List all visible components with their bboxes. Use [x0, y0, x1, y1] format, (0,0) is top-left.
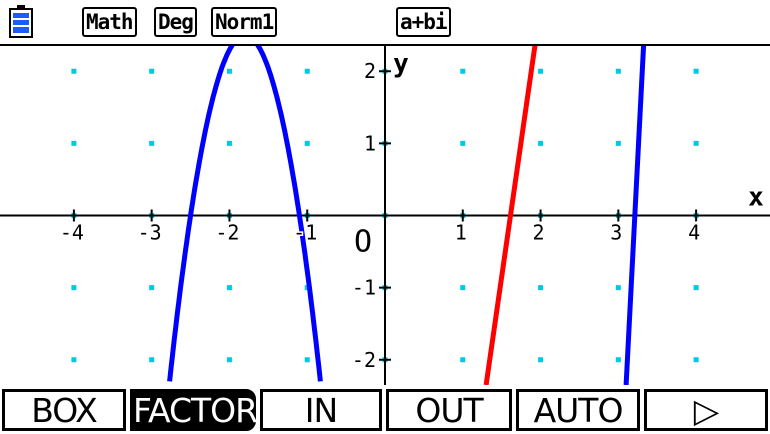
battery-icon [9, 5, 33, 38]
grid-dot [693, 357, 699, 363]
grid-dot [460, 140, 466, 146]
factor-button[interactable]: FACTOR [130, 389, 258, 431]
y-tick-label: -2 [352, 348, 376, 372]
grid-dot [693, 68, 699, 74]
grid-dot [71, 68, 77, 74]
grid-dot [460, 285, 466, 291]
y-tick-label: 2 [364, 59, 376, 83]
axis-labels: -4 -3 -2 -1 1 2 3 4 2 1 -1 -2 x yO [58, 48, 765, 374]
grid-dot [304, 140, 310, 146]
grid-dot [71, 285, 77, 291]
status-bar: Math Deg Norm1 a+bi [0, 0, 770, 46]
grid-dot [460, 357, 466, 363]
origin-label: O [354, 225, 372, 260]
grid-dot [226, 68, 232, 74]
grid-dot [615, 285, 621, 291]
display-format-indicator: Norm1 [211, 7, 278, 37]
grid-dot [304, 68, 310, 74]
x-tick-label: 2 [533, 221, 545, 245]
x-tick-label: -1 [293, 221, 317, 245]
grid-dot [538, 285, 544, 291]
auto-button[interactable]: AUTO [516, 389, 640, 431]
grid-dot [304, 357, 310, 363]
y-tick-label: -1 [352, 276, 376, 300]
angle-unit-indicator: Deg [154, 7, 197, 37]
x-tick-label: 1 [455, 221, 467, 245]
grid-dot [615, 357, 621, 363]
grid-dot [538, 357, 544, 363]
grid-dot [71, 140, 77, 146]
function-key-bar: BOX FACTOR IN OUT AUTO ▷ [0, 385, 770, 434]
axes [0, 46, 770, 385]
x-tick-label: -4 [60, 221, 84, 245]
curve-3 [623, 46, 647, 385]
x-tick-label: 4 [688, 221, 700, 245]
grid-dot [615, 68, 621, 74]
x-tick-label: -2 [215, 221, 239, 245]
x-axis-label: x [748, 183, 764, 213]
zoom-in-button[interactable]: IN [260, 389, 382, 431]
zoom-out-button[interactable]: OUT [386, 389, 512, 431]
grid-dot [615, 140, 621, 146]
grid-dot [149, 285, 155, 291]
next-page-button[interactable]: ▷ [644, 389, 768, 431]
input-mode-indicator: Math [82, 7, 137, 37]
x-tick-label: 3 [610, 221, 622, 245]
y-axis-label: y [393, 49, 409, 79]
y-tick-label: 1 [364, 131, 376, 155]
box-button[interactable]: BOX [2, 389, 126, 431]
curve-1 [167, 46, 323, 382]
grid-dot [149, 357, 155, 363]
grid-dot [149, 68, 155, 74]
grid-dot [226, 357, 232, 363]
grid-dot [460, 68, 466, 74]
grid-dot [538, 68, 544, 74]
grid-dot [149, 140, 155, 146]
grid-dot [71, 357, 77, 363]
curve-2 [483, 46, 538, 385]
graph-screen[interactable]: -4 -3 -2 -1 1 2 3 4 2 1 -1 -2 x yO [0, 46, 770, 385]
grid-dot [693, 285, 699, 291]
x-tick-label: -3 [138, 221, 162, 245]
complex-mode-indicator: a+bi [396, 7, 451, 37]
grid-dot [538, 140, 544, 146]
grid-dot [226, 140, 232, 146]
curves [167, 46, 647, 385]
grid-dot [693, 140, 699, 146]
grid-dot [226, 285, 232, 291]
